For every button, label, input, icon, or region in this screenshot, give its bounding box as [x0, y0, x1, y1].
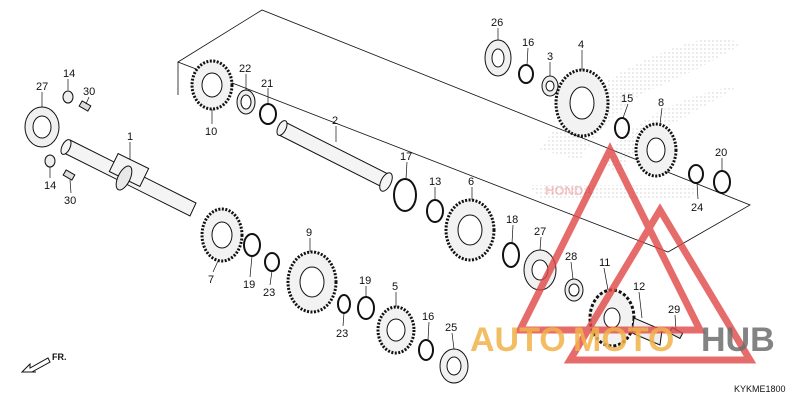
watermark-auto: AUTO [470, 321, 566, 359]
assembly-frame-outline [177, 9, 751, 253]
label-part-1: 1 [127, 131, 133, 143]
washer-14-top [62, 90, 74, 104]
watermark-triangle-logo [514, 142, 757, 364]
label-part-27-right: 27 [534, 226, 546, 238]
leader-lines [41, 28, 723, 350]
label-part-26: 26 [491, 17, 503, 29]
circlip-23-right [337, 294, 351, 314]
label-part-23-right: 23 [336, 328, 348, 340]
label-part-4: 4 [578, 39, 584, 51]
bolt-30-bottom [62, 169, 76, 181]
label-part-11: 11 [599, 257, 610, 269]
bushing-22 [236, 89, 256, 115]
label-part-5: 5 [392, 281, 398, 293]
bearing-26 [484, 39, 512, 77]
washer-14-bottom [44, 154, 56, 168]
label-part-29: 29 [668, 304, 680, 316]
watermark-moto: MOTO [573, 321, 674, 359]
label-part-28: 28 [565, 251, 577, 263]
label-part-14-top: 14 [63, 68, 75, 80]
washer-18 [502, 242, 520, 268]
label-part-22: 22 [239, 63, 251, 75]
washer-13 [426, 199, 444, 223]
oil-seal-28 [564, 278, 584, 302]
main-shaft [60, 139, 197, 217]
watermark-hub: HUB [701, 321, 775, 359]
washer-16-top [518, 64, 534, 84]
label-part-25: 25 [445, 322, 457, 334]
label-part-14-bottom: 14 [44, 180, 56, 192]
gear-6 [444, 198, 496, 262]
label-part-19-right: 19 [359, 275, 371, 287]
label-part-23-left: 23 [263, 287, 275, 299]
label-part-24: 24 [691, 202, 703, 214]
bearing-27-left [24, 106, 60, 148]
watermark-logo-text: HONDA [545, 183, 593, 198]
label-part-19-left: 19 [243, 279, 255, 291]
label-part-16-top: 16 [522, 37, 534, 49]
gear-9 [286, 250, 338, 314]
gear-4 [554, 68, 610, 138]
direction-label: FR. [52, 352, 67, 362]
washer-15 [614, 117, 630, 139]
gear-7 [200, 207, 244, 263]
label-part-15: 15 [621, 93, 633, 105]
label-part-30-bottom: 30 [64, 195, 76, 207]
label-part-7: 7 [208, 274, 214, 286]
counter-shaft [276, 120, 393, 192]
gear-8 [634, 122, 678, 178]
label-part-18: 18 [506, 214, 518, 226]
washer-19-right [357, 296, 375, 320]
gear-5 [376, 305, 416, 355]
label-part-13: 13 [429, 176, 441, 188]
label-part-27-left: 27 [36, 81, 48, 93]
washer-19-left [243, 233, 261, 257]
label-part-17: 17 [400, 151, 412, 163]
label-part-16-bottom: 16 [422, 311, 434, 323]
circlip-21 [259, 103, 277, 125]
bushing-3 [541, 75, 559, 97]
bolt-30-top [78, 100, 92, 112]
label-part-9: 9 [306, 227, 312, 239]
bearing-25 [439, 348, 469, 384]
diagram-code: KYKME1800 [734, 384, 786, 394]
label-part-6: 6 [468, 176, 474, 188]
part-labels: 27 14 30 14 30 1 10 22 21 2 7 19 23 9 23… [36, 17, 727, 340]
gear-10 [190, 59, 234, 111]
label-part-30-top: 30 [83, 86, 95, 98]
label-part-2: 2 [332, 115, 338, 127]
label-part-21: 21 [261, 78, 273, 90]
washer-17 [393, 178, 417, 212]
front-direction-arrow-icon: FR. [20, 352, 67, 373]
label-part-8: 8 [658, 97, 664, 109]
circlip-24 [688, 164, 704, 184]
washer-20 [713, 170, 731, 194]
circlip-23-left [264, 252, 280, 272]
label-part-12: 12 [633, 281, 645, 293]
watermark-text: AUTO MOTO HUB HONDA [470, 183, 775, 359]
label-part-20: 20 [715, 147, 727, 159]
label-part-3: 3 [547, 51, 553, 63]
label-part-10: 10 [205, 126, 217, 138]
washer-16-bottom [418, 339, 434, 361]
